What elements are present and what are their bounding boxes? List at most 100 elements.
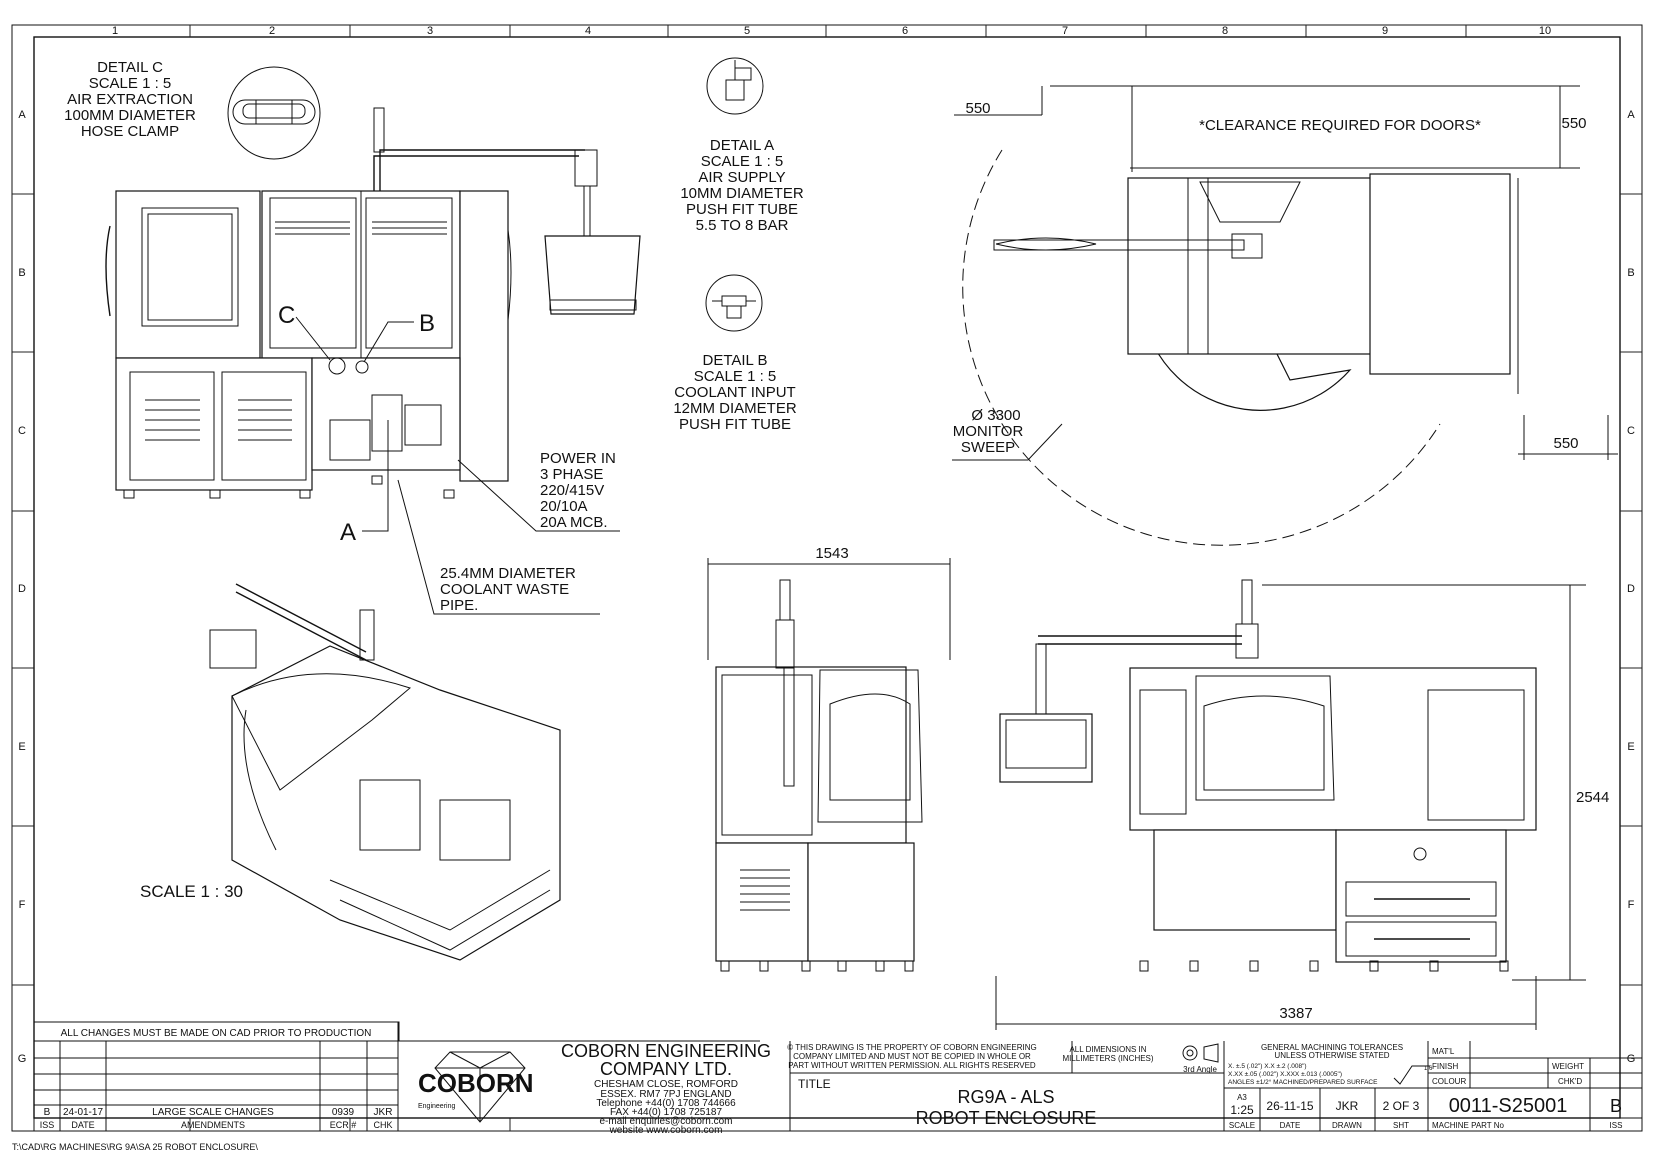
- svg-text:SCALE 1 : 5: SCALE 1 : 5: [89, 75, 172, 92]
- row-label-b-right: B: [1627, 267, 1634, 279]
- svg-text:PUSH FIT TUBE: PUSH FIT TUBE: [686, 201, 798, 218]
- sheet-value: 2 OF 3: [1383, 1099, 1420, 1113]
- dim-1543: 1543: [815, 545, 848, 562]
- svg-text:DRAWN: DRAWN: [1332, 1121, 1362, 1130]
- row-label-f: F: [19, 899, 26, 911]
- svg-text:COOLANT INPUT: COOLANT INPUT: [674, 384, 795, 401]
- waste-note: 25.4MM DIAMETER COOLANT WASTE PIPE.: [440, 565, 576, 614]
- svg-text:COLOUR: COLOUR: [1432, 1077, 1466, 1086]
- col-label-10: 10: [1539, 25, 1551, 37]
- svg-text:12MM DIAMETER: 12MM DIAMETER: [673, 400, 797, 417]
- logo-wordmark: COBORN: [418, 1068, 534, 1098]
- callout-b-leader: [363, 321, 414, 363]
- dim-2544: 2544: [1576, 789, 1609, 806]
- svg-text:GENERAL MACHINING TOLERANCES: GENERAL MACHINING TOLERANCES: [1261, 1043, 1403, 1052]
- detail-c-circle: [227, 66, 321, 160]
- svg-text:PART WITHOUT WRITTEN PERMISSIO: PART WITHOUT WRITTEN PERMISSION. ALL RIG…: [788, 1061, 1036, 1070]
- svg-text:20/10A: 20/10A: [540, 498, 588, 515]
- row-label-c-right: C: [1627, 425, 1635, 437]
- power-leader: [457, 459, 620, 532]
- column-ticks: [189, 25, 1467, 1131]
- row-label-a: A: [18, 109, 26, 121]
- tolerance-block: GENERAL MACHINING TOLERANCES UNLESS OTHE…: [1261, 1043, 1403, 1060]
- svg-text:FINISH: FINISH: [1432, 1062, 1458, 1071]
- detail-b-note: DETAIL B SCALE 1 : 5 COOLANT INPUT 12MM …: [673, 352, 797, 433]
- svg-text:20A MCB.: 20A MCB.: [540, 514, 608, 531]
- part-number: 0011-S25001: [1449, 1095, 1568, 1117]
- surface-finish-symbol: [1393, 1065, 1430, 1085]
- scale-value: 1:25: [1230, 1103, 1254, 1117]
- outer-border: [11, 24, 1643, 1132]
- side-view: [715, 579, 923, 972]
- row-ticks: [12, 193, 1642, 986]
- svg-text:HOSE CLAMP: HOSE CLAMP: [81, 123, 179, 140]
- monitor-sweep-leader: [952, 423, 1063, 461]
- dim-3387: 3387: [1279, 1005, 1312, 1022]
- row-label-a-right: A: [1627, 109, 1635, 121]
- svg-text:MILLIMETERS (INCHES): MILLIMETERS (INCHES): [1062, 1054, 1153, 1063]
- revision-header: ALL CHANGES MUST BE MADE ON CAD PRIOR TO…: [61, 1028, 372, 1039]
- revision-table: [33, 1021, 1642, 1131]
- isometric-view: [209, 583, 561, 961]
- svg-text:X.XX ±.05 (.002") X.XXX: X.XX ±.05 (.002") X.XXX ±.013 (.0005"): [1228, 1071, 1342, 1078]
- tolerance-rows: X. ±.5 (.02") X.X ±.2 (.008") X.XX ±.05 …: [1228, 1063, 1378, 1086]
- svg-text:220/415V: 220/415V: [540, 482, 604, 499]
- svg-text:100MM DIAMETER: 100MM DIAMETER: [64, 107, 196, 124]
- company-name-1: COBORN ENGINEERING: [561, 1041, 771, 1061]
- company-name-2: COMPANY LTD.: [600, 1059, 732, 1079]
- svg-text:DETAIL A: DETAIL A: [710, 137, 774, 154]
- row-label-g-right: G: [1627, 1053, 1636, 1065]
- push-fit-detail-a: [725, 60, 752, 101]
- svg-text:AMENDMENTS: AMENDMENTS: [181, 1120, 245, 1130]
- drawn-value: JKR: [1336, 1099, 1359, 1113]
- svg-text:ANGLES ±1/2° MACHINED/PREPARE: ANGLES ±1/2° MACHINED/PREPARED SURFACE: [1228, 1078, 1378, 1086]
- power-note: POWER IN 3 PHASE 220/415V 20/10A 20A MCB…: [540, 450, 616, 531]
- revision-columns: ISS DATE AMENDMENTS ECR # CHK: [40, 1120, 393, 1130]
- callout-letter-a: A: [340, 519, 356, 546]
- title-block-labels: MAT'L FINISH COLOUR WEIGHT CHK'D: [1432, 1047, 1584, 1086]
- callout-letter-b: B: [419, 310, 435, 337]
- svg-text:X. ±.5 (.02") X.X: X. ±.5 (.02") X.X ±.2 (.008"): [1228, 1063, 1307, 1070]
- svg-text:COMPANY LIMITED AND MUST NOT B: COMPANY LIMITED AND MUST NOT BE COPIED I…: [793, 1052, 1031, 1061]
- row-label-d: D: [18, 583, 26, 595]
- col-label-1: 1: [112, 25, 118, 37]
- callout-c-leader: [295, 316, 331, 361]
- title-label: TITLE: [798, 1077, 831, 1091]
- row-label-f-right: F: [1628, 899, 1635, 911]
- svg-text:5.5 TO 8 BAR: 5.5 TO 8 BAR: [696, 217, 789, 234]
- svg-text:LARGE SCALE CHANGES: LARGE SCALE CHANGES: [152, 1107, 274, 1118]
- row-label-e: E: [18, 741, 25, 753]
- callout-b-marker: [355, 360, 369, 374]
- svg-text:FAX +44(0) 1708 725187: FAX +44(0) 1708 725187: [610, 1107, 722, 1118]
- col-label-6: 6: [902, 25, 908, 37]
- monitor-sweep-note: Ø 3300 MONITOR SWEEP: [953, 407, 1024, 456]
- dim-550-left: 550: [965, 100, 990, 117]
- angle-label: 3rd Angle: [1183, 1065, 1217, 1074]
- svg-text:PIPE.: PIPE.: [440, 597, 478, 614]
- date-value: 26-11-15: [1266, 1099, 1313, 1113]
- svg-text:POWER IN: POWER IN: [540, 450, 616, 467]
- svg-text:ALL DIMENSIONS IN: ALL DIMENSIONS IN: [1069, 1045, 1146, 1054]
- clearance-note: *CLEARANCE REQUIRED FOR DOORS*: [1199, 117, 1481, 134]
- title-line-1: RG9A - ALS: [957, 1087, 1054, 1107]
- svg-text:ISS: ISS: [40, 1120, 55, 1130]
- front-elevation: [999, 579, 1537, 972]
- col-label-4: 4: [585, 25, 591, 37]
- elevation-dimensions: [995, 584, 1586, 1030]
- svg-text:e-mail enquiries@coborn.com: e-mail enquiries@coborn.com: [600, 1116, 733, 1127]
- title-block-footer: SCALE DATE DRAWN SHT MACHINE PART No ISS: [1229, 1121, 1623, 1130]
- issue-value: B: [1610, 1096, 1622, 1116]
- row-label-b: B: [18, 267, 25, 279]
- dim-550-right: 550: [1553, 435, 1578, 452]
- svg-text:3 PHASE: 3 PHASE: [540, 466, 603, 483]
- svg-text:MAT'L: MAT'L: [1432, 1047, 1455, 1056]
- svg-text:COOLANT WASTE: COOLANT WASTE: [440, 581, 569, 598]
- col-label-7: 7: [1062, 25, 1068, 37]
- callout-c-marker: [328, 357, 346, 375]
- svg-text:SHT: SHT: [1393, 1121, 1409, 1130]
- svg-text:DATE: DATE: [71, 1120, 94, 1130]
- svg-text:SCALE: SCALE: [1229, 1121, 1255, 1130]
- svg-text:DETAIL B: DETAIL B: [702, 352, 767, 369]
- hose-clamp-detail: [232, 99, 316, 125]
